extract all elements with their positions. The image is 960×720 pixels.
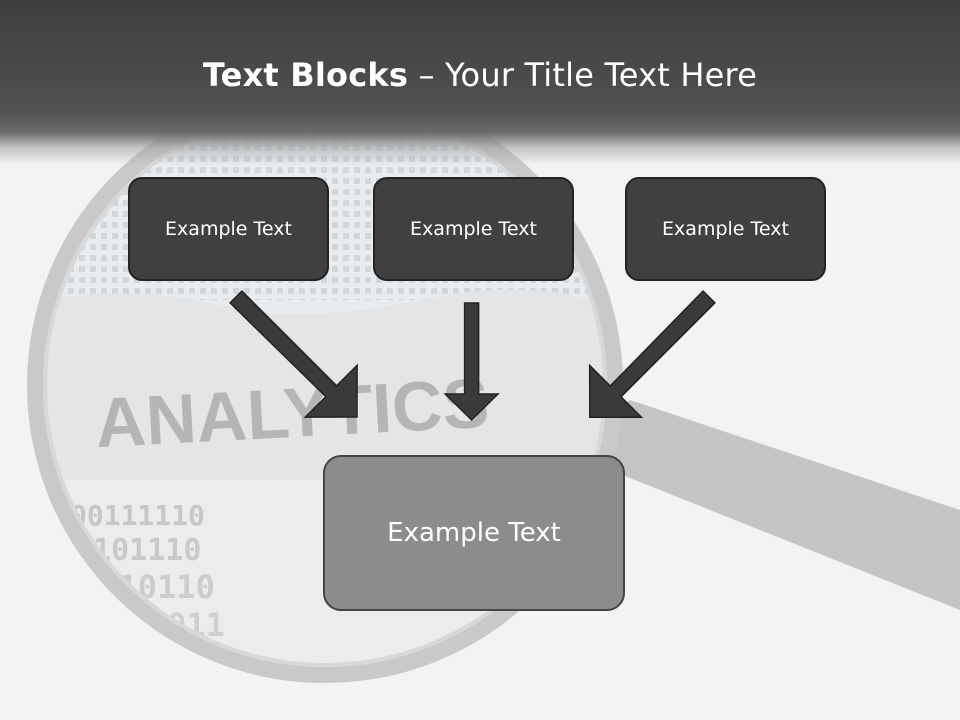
text-block-label: Example Text [165, 218, 292, 240]
title-bold: Text Blocks [202, 56, 409, 94]
arrow-right [588, 290, 716, 419]
text-block-top-3[interactable]: Example Text [625, 177, 826, 281]
binary-row: 00111110 [70, 499, 205, 532]
arrow-center [443, 302, 500, 422]
text-block-label: Example Text [662, 218, 789, 240]
slide-title: Text Blocks – Your Title Text Here [0, 52, 960, 98]
magnifier-handle [600, 400, 960, 610]
title-rest: Your Title Text Here [445, 56, 758, 94]
arrow-left [229, 290, 358, 418]
title-band [0, 0, 960, 165]
text-block-top-2[interactable]: Example Text [373, 177, 574, 281]
text-block-top-1[interactable]: Example Text [128, 177, 329, 281]
text-block-bottom[interactable]: Example Text [323, 455, 625, 611]
title-separator: – [408, 56, 446, 94]
text-block-label: Example Text [387, 518, 561, 548]
text-block-label: Example Text [410, 218, 537, 240]
